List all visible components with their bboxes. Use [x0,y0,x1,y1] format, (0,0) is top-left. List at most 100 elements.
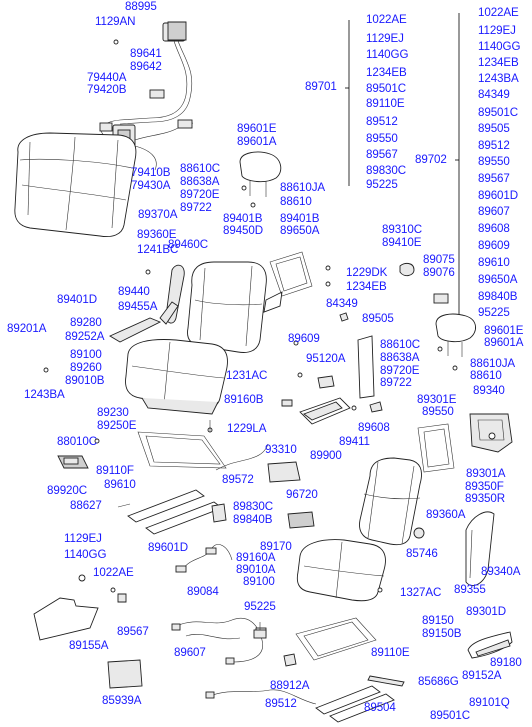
label-89301E: 89301E [417,393,457,406]
group-89702-item-8: 89512 [478,139,510,152]
seat-rails-89501C [315,685,395,723]
label-88010C: 88010C [57,435,98,448]
headrest-middle [239,151,282,208]
label-85939A: 85939A [102,694,142,707]
label-89501C-a: 89501C [430,709,471,722]
group-89702-item-2: 1140GG [478,40,521,53]
label-89340: 89340 [473,384,505,397]
label-88627: 88627 [70,499,102,512]
part-93310 [267,461,301,483]
label-89411: 89411 [339,435,370,448]
label-89830C-a: 89830C [233,500,274,513]
group-89701-item-6: 89512 [366,115,398,128]
group-89702-item-18: 95225 [478,306,510,319]
label-1243BA: 1243BA [24,388,65,401]
label-89076: 89076 [423,266,455,279]
label-89160B: 89160B [224,393,264,406]
group-89702-item-1: 1129EJ [478,24,516,37]
label-89650A-a: 89650A [280,224,320,237]
group-89702-item-13: 89608 [478,222,510,235]
label-89084: 89084 [187,585,219,598]
label-85686G: 85686G [418,675,459,688]
label-89280: 89280 [70,316,102,329]
label-88638A-b: 88638A [380,351,420,364]
group-89701-item-4: 89501C [366,82,407,95]
label-1229LA: 1229LA [227,422,267,435]
group-89701-item-8: 89567 [366,148,398,161]
label-95225-a: 95225 [244,600,276,613]
group-89701-item-10: 95225 [366,178,398,191]
group-89702-item-5: 84349 [478,88,510,101]
label-89310C: 89310C [382,223,423,236]
label-1327AC: 1327AC [400,586,442,599]
label-79440A: 79440A [87,71,127,84]
label-89455A: 89455A [118,300,158,313]
seat-frame-89110F [94,420,227,469]
label-89152A: 89152A [462,669,502,682]
label-89512-a: 89512 [265,697,297,710]
group-89702-item-17: 89840B [478,290,518,303]
pad-85939A [107,659,143,689]
part-89830C [211,503,227,523]
label-89075: 89075 [423,253,455,266]
harness-89084 [175,544,233,573]
trim-89505 [357,335,375,399]
label-89260: 89260 [70,361,102,374]
group-89702-item-14: 89609 [478,239,510,252]
center-seatback [165,261,283,353]
label-89601D-a: 89601D [148,541,189,554]
label-1241BC: 1241BC [137,243,179,256]
label-89301A: 89301A [466,467,506,480]
label-88610C-b: 88610C [380,338,421,351]
label-89100-b: 89100 [243,575,275,588]
label-89401D: 89401D [57,293,98,306]
label-1129AN: 1129AN [95,15,136,28]
tray-89900 [299,397,351,425]
label-89101Q: 89101Q [469,696,510,709]
label-79430A: 79430A [131,179,171,192]
seat-frame-89150 [253,587,383,661]
label-89410E: 89410E [382,236,422,249]
label-89010A: 89010A [236,563,276,576]
small-parts-middle [281,312,383,413]
label-89702: 89702 [415,153,447,166]
label-89701: 89701 [305,80,337,93]
bracket-89701 [345,20,350,186]
label-96720: 96720 [286,488,318,501]
label-89720E-a: 89720E [180,188,220,201]
label-84349-a: 84349 [326,297,358,310]
label-89572: 89572 [222,473,254,486]
label-89641: 89641 [130,47,162,60]
label-89608-a: 89608 [358,421,390,434]
label-89350F: 89350F [465,480,504,493]
label-89110E: 89110E [371,646,410,659]
label-89350R: 89350R [465,492,506,505]
label-89201A: 89201A [7,322,47,335]
label-89180: 89180 [490,656,522,669]
label-89720E-b: 89720E [380,364,420,377]
label-85746: 85746 [406,547,438,560]
group-89702-item-3: 1234EB [478,56,519,69]
part-85746 [413,527,425,539]
label-1140GG-a: 1140GG [64,548,107,561]
mat-89155A [33,574,127,641]
frame-89301E [417,423,455,473]
label-89250E: 89250E [97,419,137,432]
label-89230: 89230 [97,406,129,419]
group-89702-item-16: 89650A [478,273,518,286]
label-89440: 89440 [118,285,150,298]
label-89100-a: 89100 [70,348,102,361]
group-89702-item-12: 89607 [478,205,510,218]
mechanism-89340 [469,413,513,453]
label-89642: 89642 [130,60,162,73]
right-seatback [359,457,422,546]
label-1129EJ-a: 1129EJ [64,532,102,545]
label-89450D: 89450D [223,224,264,237]
group-89701-item-7: 89550 [366,132,398,145]
label-88610JA-a: 88610JA [280,181,326,194]
harness-89572 [215,443,269,471]
label-89150: 89150 [422,614,454,627]
label-89340A: 89340A [481,565,521,578]
label-88610-b: 88610 [470,369,502,382]
label-89170: 89170 [260,540,292,553]
